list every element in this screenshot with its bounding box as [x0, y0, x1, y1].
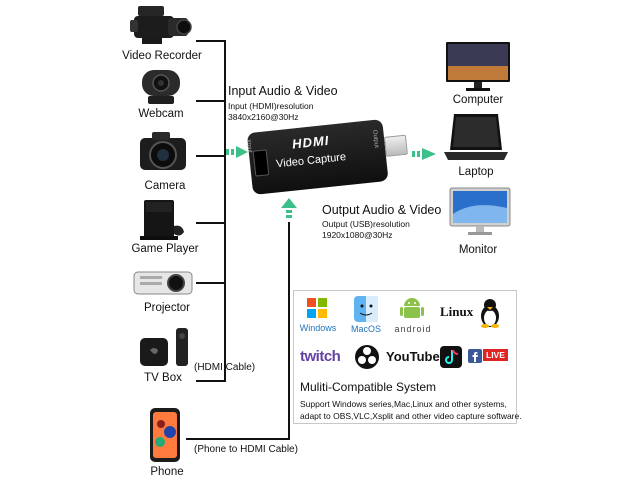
source-label-game-player: Game Player [131, 243, 199, 255]
source-label-projector: Projector [143, 302, 191, 314]
cable-game-player [196, 222, 226, 224]
compat-desc-line2: adapt to OBS,VLC,Xsplit and other video … [300, 411, 522, 421]
input-resolution-label: Input (HDMI)resolution [228, 101, 314, 111]
source-label-webcam: Webcam [138, 108, 184, 120]
output-title: Output Audio & Video [322, 203, 442, 217]
source-label-camera: Camera [144, 180, 186, 192]
twitch-logo: twitch [300, 348, 341, 365]
output-resolution-value: 1920x1080@30Hz [322, 230, 393, 240]
hdmi-cable-bus [224, 40, 226, 382]
target-label-laptop: Laptop [458, 166, 494, 178]
device-input-text: Input [245, 139, 253, 154]
phone-cable-vertical [288, 222, 290, 440]
game-console-icon [138, 196, 188, 242]
macos-logo-icon [352, 296, 380, 322]
output-resolution-label: Output (USB)resolution [322, 219, 410, 229]
source-label-video-recorder: Video Recorder [122, 50, 202, 62]
source-label-phone: Phone [150, 466, 184, 478]
input-resolution-value: 3840x2160@30Hz [228, 112, 299, 122]
cable-tv-box [196, 380, 226, 382]
youtube-logo: YouTube [386, 346, 440, 368]
tiktok-logo-icon [440, 346, 462, 368]
webcam-icon [136, 66, 186, 108]
source-label-tv-box: TV Box [144, 372, 182, 384]
target-label-monitor: Monitor [458, 244, 498, 256]
phone-icon [146, 406, 184, 464]
usb-plug [383, 134, 408, 157]
android-logo-icon [400, 296, 424, 322]
android-label: android [394, 324, 432, 334]
compat-desc-line1: Support Windows series,Mac,Linux and oth… [300, 399, 507, 409]
phone-cable-label: (Phone to HDMI Cable) [194, 444, 298, 455]
capture-device: Input HDMI Video Capture Output [245, 119, 408, 201]
obs-logo-icon [354, 344, 380, 370]
compat-title: Muliti-Compatible System [300, 380, 437, 394]
tv-box-icon [136, 326, 192, 370]
facebook-live-badge: LIVE [483, 349, 508, 361]
phone-cable-horizontal [186, 438, 290, 440]
hdmi-port [252, 149, 270, 177]
projector-icon [132, 264, 194, 300]
cable-camera [196, 155, 226, 157]
video-recorder-icon [128, 2, 192, 48]
facebook-logo-icon [468, 349, 482, 363]
input-title: Input Audio & Video [228, 84, 338, 98]
phone-input-arrow-icon [281, 198, 297, 222]
hdmi-cable-label: (HDMI Cable) [194, 362, 256, 373]
tux-penguin-icon [478, 298, 502, 328]
target-label-computer: Computer [452, 94, 504, 106]
cable-projector [196, 282, 226, 284]
computer-icon [444, 40, 512, 92]
input-arrow-icon [226, 144, 250, 160]
youtube-label: YouTube [386, 349, 440, 364]
windows-label: Windows [299, 323, 337, 333]
macos-label: MacOS [350, 324, 381, 334]
camera-icon [136, 128, 190, 176]
output-arrow-icon [412, 146, 438, 162]
cable-webcam [196, 100, 226, 102]
laptop-icon [442, 112, 510, 164]
linux-label: Linux [440, 304, 474, 319]
cable-video-recorder [196, 40, 226, 42]
monitor-icon [448, 186, 512, 238]
windows-logo-icon [304, 298, 330, 320]
